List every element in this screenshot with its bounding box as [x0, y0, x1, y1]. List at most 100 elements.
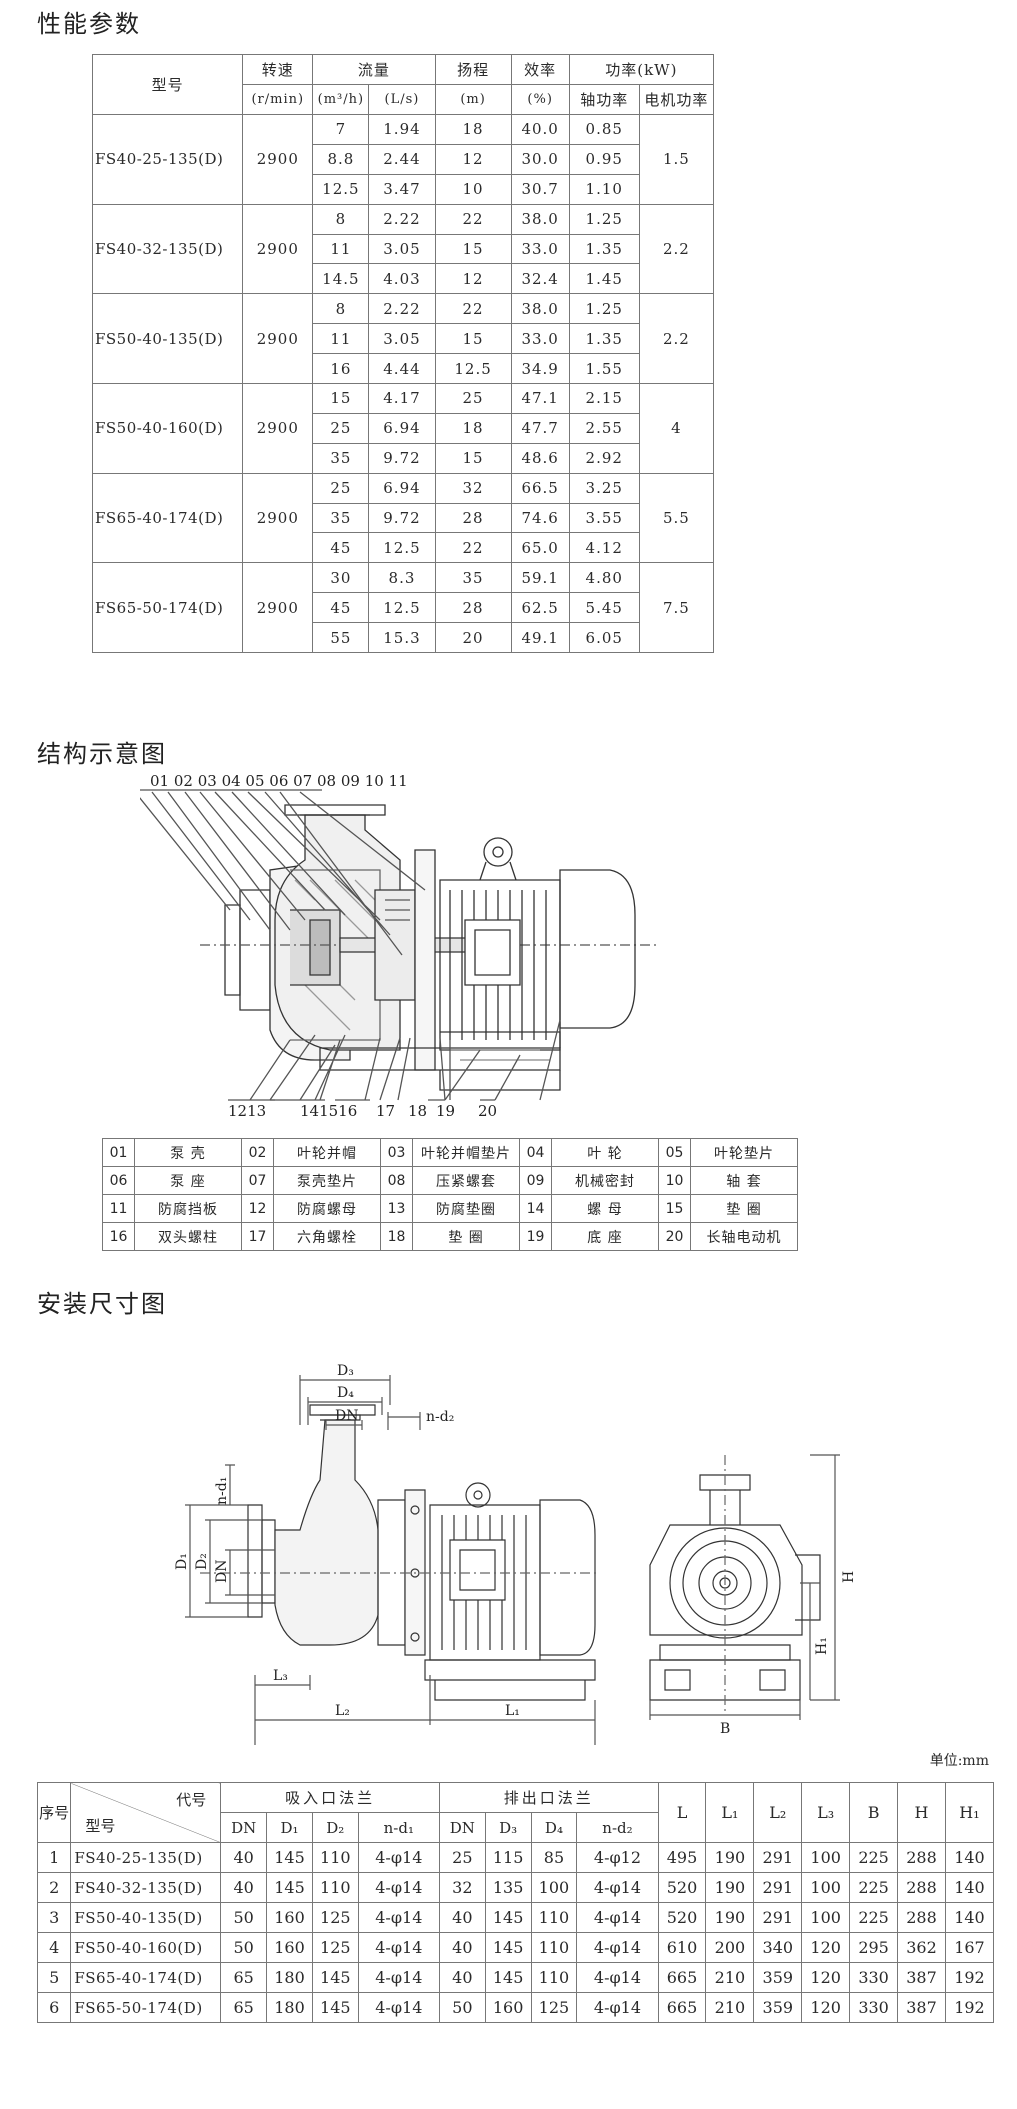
row-value: 288 — [897, 1902, 946, 1933]
header-sub-0: DN — [220, 1812, 268, 1843]
row-value: 4-φ14 — [357, 1902, 440, 1933]
shaft-power-cell: 5.45 — [568, 592, 640, 624]
row-value: 40 — [220, 1872, 268, 1903]
dim-label-L2: L₂ — [335, 1703, 350, 1719]
row-value: 40 — [438, 1962, 486, 1993]
flow-ls-cell: 8.3 — [368, 562, 436, 594]
motor-power-cell: 2.2 — [638, 203, 715, 295]
part-number: 12 — [241, 1194, 274, 1223]
row-seq: 3 — [36, 1902, 72, 1933]
row-value: 4-φ14 — [357, 1992, 440, 2023]
header-motor-power: 电机功率 — [638, 84, 715, 115]
row-model: FS65-40-174(D) — [70, 1962, 222, 1993]
dim-label-nd1: n-d₁ — [214, 1477, 230, 1505]
header-L1: L₁ — [705, 1782, 755, 1843]
shaft-power-cell: 1.25 — [568, 293, 640, 325]
part-name: 防腐垫圈 — [412, 1194, 520, 1223]
head-cell: 25 — [434, 383, 512, 414]
row-value: 40 — [438, 1932, 486, 1963]
part-name: 防腐挡板 — [134, 1194, 242, 1223]
row-value: 362 — [897, 1932, 946, 1963]
row-value: 40 — [220, 1842, 268, 1873]
row-value: 120 — [801, 1992, 851, 2023]
part-name: 垫 圈 — [412, 1222, 520, 1251]
head-cell: 15 — [434, 233, 512, 265]
dim-label-d2: D₂ — [194, 1553, 210, 1570]
row-value: 192 — [944, 1962, 995, 1993]
label-18: 18 — [408, 1102, 427, 1120]
row-value: 291 — [753, 1842, 803, 1873]
row-value: 167 — [944, 1932, 995, 1963]
header-speed-unit: (r/min) — [242, 84, 314, 115]
part-name: 泵壳垫片 — [273, 1166, 381, 1195]
flow-ls-cell: 6.94 — [368, 472, 436, 504]
row-value: 50 — [438, 1992, 486, 2023]
row-value: 359 — [753, 1962, 803, 1993]
row-value: 145 — [484, 1902, 532, 1933]
shaft-power-cell: 4.80 — [568, 562, 640, 594]
row-value: 520 — [657, 1902, 707, 1933]
row-value: 192 — [944, 1992, 995, 2023]
flow-ls-cell: 2.22 — [368, 293, 436, 325]
header-sub-4: DN — [438, 1812, 486, 1843]
dim-label-L1: L₁ — [505, 1703, 520, 1719]
row-value: 110 — [530, 1932, 578, 1963]
head-cell: 15 — [434, 442, 512, 474]
row-seq: 5 — [36, 1962, 72, 1993]
row-value: 65 — [220, 1992, 268, 2023]
row-value: 610 — [657, 1932, 707, 1963]
row-value: 145 — [266, 1842, 313, 1873]
efficiency-cell: 38.0 — [510, 293, 570, 325]
shaft-power-cell: 1.35 — [568, 233, 640, 265]
shaft-power-cell: 2.15 — [568, 383, 640, 414]
part-number: 08 — [380, 1166, 413, 1195]
row-value: 50 — [220, 1902, 268, 1933]
flow-m3h-cell: 30 — [312, 562, 370, 594]
model-cell: FS50-40-135(D) — [91, 293, 244, 385]
header-power: 功率(kW) — [568, 54, 715, 85]
row-value: 359 — [753, 1992, 803, 2023]
flow-ls-cell: 1.94 — [368, 114, 436, 145]
row-value: 665 — [657, 1962, 707, 1993]
part-number: 14 — [519, 1194, 552, 1223]
shaft-power-cell: 2.92 — [568, 442, 640, 474]
row-value: 110 — [530, 1962, 578, 1993]
flow-m3h-cell: 35 — [312, 442, 370, 474]
row-value: 330 — [849, 1962, 899, 1993]
flow-m3h-cell: 25 — [312, 412, 370, 444]
row-value: 145 — [311, 1962, 359, 1993]
head-cell: 22 — [434, 203, 512, 235]
flow-m3h-cell: 11 — [312, 323, 370, 355]
row-value: 100 — [801, 1872, 851, 1903]
row-value: 4-φ14 — [357, 1962, 440, 1993]
flow-ls-cell: 6.94 — [368, 412, 436, 444]
row-value: 4-φ14 — [357, 1872, 440, 1903]
flow-m3h-cell: 8.8 — [312, 143, 370, 175]
row-value: 4-φ14 — [576, 1902, 659, 1933]
efficiency-cell: 59.1 — [510, 562, 570, 594]
row-value: 180 — [266, 1992, 313, 2023]
part-number: 16 — [102, 1222, 135, 1251]
part-number: 15 — [658, 1194, 691, 1223]
dim-label-dn-top: DN — [335, 1408, 358, 1424]
section-title-install: 安装尺寸图 — [37, 1290, 167, 1318]
row-value: 665 — [657, 1992, 707, 2023]
label-20: 20 — [478, 1102, 497, 1120]
part-name: 机械密封 — [551, 1166, 659, 1195]
head-cell: 12 — [434, 263, 512, 295]
row-value: 4-φ14 — [576, 1872, 659, 1903]
row-value: 225 — [849, 1872, 899, 1903]
row-value: 85 — [530, 1842, 578, 1873]
flow-ls-cell: 2.22 — [368, 203, 436, 235]
